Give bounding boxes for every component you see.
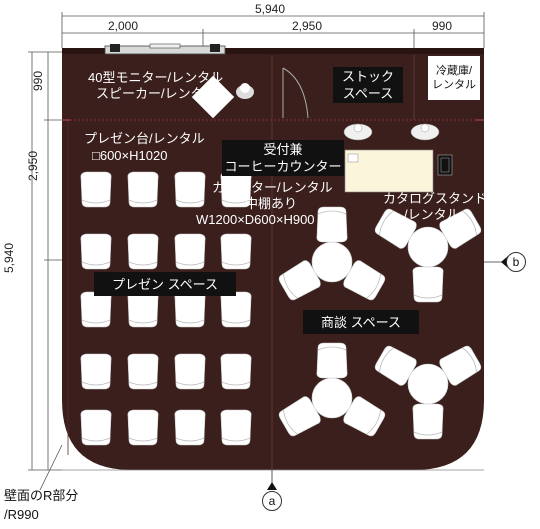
meeting-chair — [374, 208, 417, 249]
meeting-chair — [374, 345, 417, 386]
view-marker-b: b — [506, 252, 526, 272]
presen-table-label-2: □600×H1020 — [92, 148, 168, 163]
meeting-chair — [343, 260, 386, 301]
fridge-label-2: レンタル — [432, 79, 476, 91]
presen-space-box: プレゼン スペース — [94, 272, 236, 296]
presentation-chair — [127, 353, 159, 390]
speaker-label: スピーカー/レンタル — [96, 86, 217, 101]
reception-stools — [343, 123, 440, 141]
meeting-chair — [439, 208, 482, 249]
presentation-chair — [220, 353, 252, 390]
catalog-label-1: カタログスタンド — [383, 191, 488, 206]
catalog-label-2: /レンタル — [404, 207, 460, 222]
counter-label-2: 中棚あり — [245, 196, 298, 211]
presentation-chair — [80, 233, 112, 270]
meeting-chair — [316, 342, 348, 379]
wall-note-2: /R990 — [4, 507, 39, 522]
meeting-table — [311, 241, 353, 283]
view-marker-a: a — [262, 491, 282, 511]
presentation-chair — [174, 171, 206, 208]
meeting-table — [407, 226, 449, 268]
dim-seg-left: 2,000 — [108, 19, 139, 33]
presentation-podium — [191, 75, 254, 119]
meeting-chair — [278, 260, 321, 301]
dim-depth-top: 990 — [31, 70, 46, 92]
dim-depth-mid: 2,950 — [26, 150, 41, 182]
meeting-chair — [278, 396, 321, 437]
presentation-chair — [127, 409, 159, 446]
presentation-chair — [127, 171, 159, 208]
presentation-chair — [174, 291, 206, 328]
presentation-chair — [174, 409, 206, 446]
meeting-table — [311, 377, 353, 419]
wall-note-1: 壁面のR部分 — [4, 488, 79, 503]
fridge-label-box: 冷蔵庫/ レンタル — [428, 58, 480, 98]
reception-label-2: コーヒーカウンター — [224, 159, 342, 174]
presentation-chairs — [80, 171, 252, 446]
presentation-chair — [80, 409, 112, 446]
reception-counter — [344, 149, 453, 193]
meeting-chair — [412, 266, 444, 303]
presentation-chair — [220, 233, 252, 270]
meeting-table — [407, 363, 449, 405]
meeting-chair — [412, 403, 444, 440]
meeting-chair — [343, 396, 386, 437]
reception-label-1: 受付兼 — [263, 142, 303, 157]
presen-space-label: プレゼン スペース — [111, 276, 219, 292]
dimension-lines — [28, 12, 485, 471]
dim-total-width: 5,940 — [255, 2, 286, 16]
dim-total-depth: 5,940 — [2, 242, 17, 274]
presentation-chair — [220, 409, 252, 446]
presentation-chair — [127, 291, 159, 328]
meeting-chair — [439, 345, 482, 386]
meeting-sets — [278, 206, 482, 440]
presentation-chair — [80, 291, 112, 328]
wall-note-leader — [39, 444, 63, 491]
fridge-label-1: 冷蔵庫/ — [435, 65, 473, 77]
presentation-chair — [127, 233, 159, 270]
presentation-chair — [174, 353, 206, 390]
meeting-space-box: 商談 スペース — [303, 310, 419, 334]
presentation-chair — [80, 171, 112, 208]
dim-seg-right: 990 — [432, 19, 453, 33]
monitor-unit — [104, 43, 226, 55]
presentation-chair — [80, 353, 112, 390]
stock-label-1: ストック — [341, 69, 394, 84]
presen-table-label-1: プレゼン台/レンタル — [84, 131, 205, 146]
meeting-chair — [316, 206, 348, 243]
counter-label-1: カウンター/レンタル — [212, 180, 333, 195]
presentation-chair — [220, 291, 252, 328]
counter-label-3: W1200×D600×H900 — [196, 212, 315, 227]
monitor-label: 40型モニター/レンタル — [88, 70, 224, 85]
meeting-space-label: 商談 スペース — [320, 314, 402, 330]
stock-label-2: スペース — [342, 86, 394, 101]
marker-a-arrow — [267, 482, 277, 490]
reception-label-box: 受付兼 コーヒーカウンター — [222, 140, 344, 176]
dim-seg-mid: 2,950 — [292, 19, 323, 33]
accent-lines — [62, 119, 484, 471]
stock-space-box: ストック スペース — [333, 67, 403, 103]
presentation-chair — [174, 233, 206, 270]
